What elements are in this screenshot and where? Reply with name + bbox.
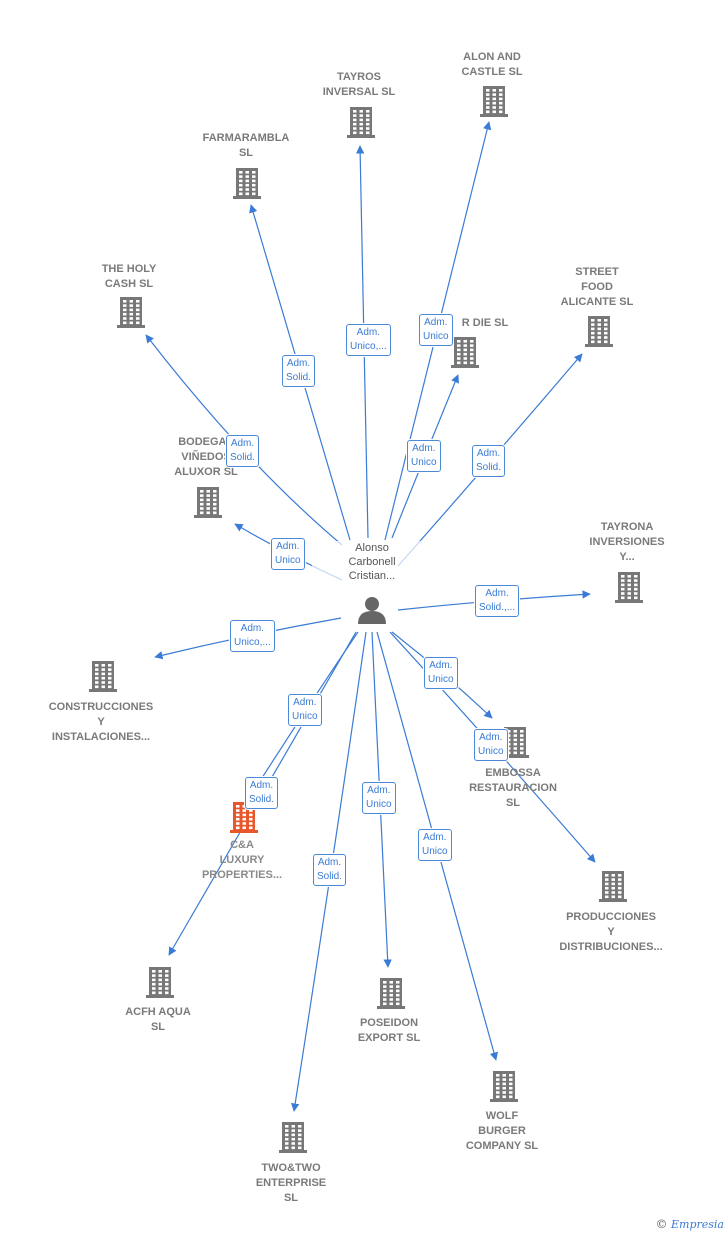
building-icon[interactable] [480, 86, 508, 117]
company-label-poseidon[interactable]: POSEIDON EXPORT SL [357, 1017, 421, 1044]
role-badge-wolf[interactable]: Adm. Unico [418, 829, 452, 861]
role-badge-ca[interactable]: Adm. Unico [288, 694, 322, 726]
role-badge-bodegas[interactable]: Adm. Unico [271, 538, 305, 570]
company-label-tayros[interactable]: TAYROS INVERSAL SL [322, 71, 396, 98]
building-icon[interactable] [490, 1071, 518, 1102]
role-badge-twotwo[interactable]: Adm. Solid. [313, 854, 347, 886]
building-icon[interactable] [117, 297, 145, 328]
building-icon[interactable] [501, 727, 529, 758]
role-badge-embossa[interactable]: Adm. Unico [424, 657, 458, 689]
company-label-diesl[interactable]: R DIE SL [461, 317, 509, 329]
role-badge-acfh[interactable]: Adm. Solid. [245, 777, 279, 809]
company-label-alon[interactable]: ALON AND CASTLE SL [461, 51, 523, 78]
company-label-construcciones[interactable]: CONSTRUCCIONES Y INSTALACIONES... [48, 701, 154, 743]
brand-name: Empresia [671, 1218, 724, 1231]
company-label-farma[interactable]: FARMARAMBLA SL [202, 132, 290, 159]
company-label-holy[interactable]: THE HOLY CASH SL [101, 263, 157, 290]
building-icon[interactable] [194, 487, 222, 518]
building-icon[interactable] [615, 572, 643, 603]
role-badge-construcciones[interactable]: Adm. Unico,... [230, 620, 275, 652]
role-badge-producciones[interactable]: Adm. Unico [474, 729, 508, 761]
footer-brand[interactable]: © Empresia [656, 1217, 725, 1231]
company-label-producciones[interactable]: PRODUCCIONES Y DISTRIBUCIONES... [559, 911, 663, 953]
building-icon[interactable] [279, 1122, 307, 1153]
copyright-icon: © [655, 1217, 668, 1231]
company-label-twotwo[interactable]: TWO&TWO ENTERPRISE SL [255, 1162, 327, 1204]
company-label-acfh[interactable]: ACFH AQUA SL [125, 1006, 191, 1033]
company-label-wolf[interactable]: WOLF BURGER COMPANY SL [465, 1110, 539, 1152]
role-badge-tayrona[interactable]: Adm. Solid.,... [475, 585, 520, 617]
building-icon[interactable] [451, 337, 479, 368]
building-icon[interactable] [377, 978, 405, 1009]
role-badge-alon[interactable]: Adm. Unico [419, 314, 453, 346]
company-label-tayrona[interactable]: TAYRONA INVERSIONES Y... [589, 521, 665, 563]
role-badge-tayros[interactable]: Adm. Unico,... [346, 324, 391, 356]
company-label-ca[interactable]: C&A LUXURY PROPERTIES... [201, 839, 283, 881]
company-label-bodegas[interactable]: BODEGAS VIÑEDOS ALUXOR SL [174, 436, 238, 478]
building-icon[interactable] [89, 661, 117, 692]
building-icon[interactable] [230, 802, 258, 833]
role-badge-farma[interactable]: Adm. Solid. [282, 355, 316, 387]
role-badge-poseidon[interactable]: Adm. Unico [362, 782, 396, 814]
role-badge-diesl[interactable]: Adm. Unico [407, 440, 441, 472]
person-label[interactable]: Alonso Carbonell Cristian... [312, 541, 432, 583]
building-icon[interactable] [599, 871, 627, 902]
building-icon[interactable] [233, 168, 261, 199]
company-label-street[interactable]: STREET FOOD ALICANTE SL [560, 266, 634, 308]
building-icon[interactable] [585, 316, 613, 347]
person-icon[interactable] [358, 597, 386, 624]
role-badge-holy[interactable]: Adm. Solid. [226, 435, 260, 467]
building-icon[interactable] [146, 967, 174, 998]
role-badge-street[interactable]: Adm. Solid. [472, 445, 506, 477]
company-label-embossa[interactable]: EMBOSSA RESTAURACION SL [469, 767, 557, 809]
building-icon[interactable] [347, 107, 375, 138]
